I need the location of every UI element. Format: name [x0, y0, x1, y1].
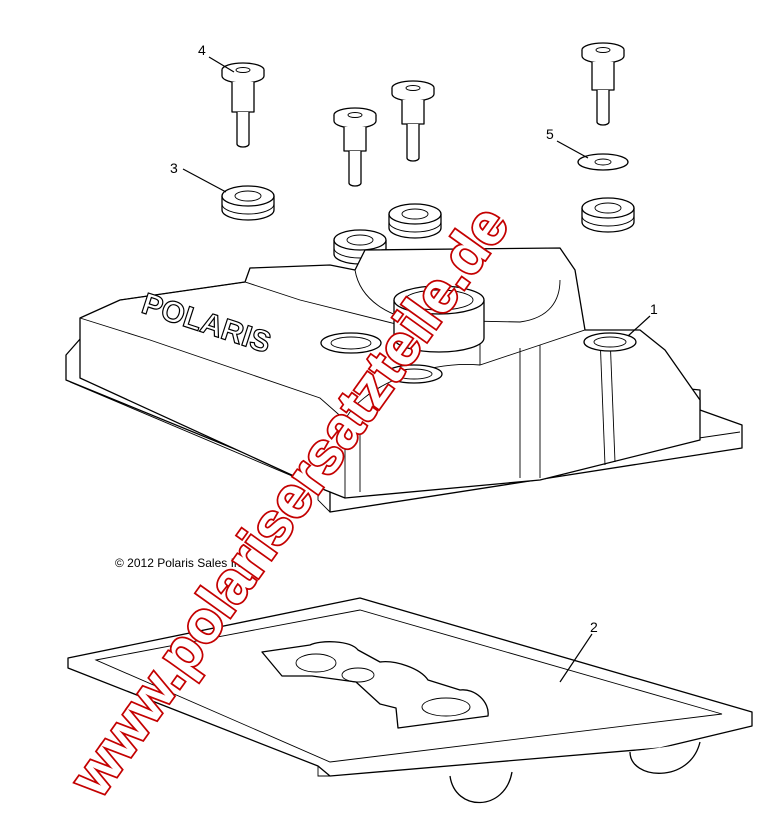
grommet-1	[221, 185, 275, 221]
callout-2: 2	[590, 619, 598, 635]
callout-4-leader	[208, 56, 235, 73]
bolt-3	[333, 107, 377, 187]
bolt-2	[391, 80, 435, 162]
bolt-1	[221, 62, 265, 148]
callouts: 4 3 5 1 2	[170, 42, 658, 683]
callout-1: 1	[650, 301, 658, 317]
callout-5: 5	[546, 126, 554, 142]
washer	[577, 153, 629, 171]
bolt-4	[581, 42, 625, 126]
grommet-2	[388, 203, 442, 239]
callout-3: 3	[170, 160, 178, 176]
callout-1-leader	[627, 315, 651, 337]
grommet-4	[581, 197, 635, 233]
copyright-notice: © 2012 Polaris Sales Inc.	[115, 556, 250, 570]
callout-3-leader	[182, 168, 227, 193]
callout-4: 4	[198, 42, 206, 58]
grommet-3	[333, 229, 387, 265]
gasket	[67, 597, 753, 804]
callout-5-leader	[556, 140, 589, 159]
callout-2-leader	[559, 633, 593, 683]
valve-cover: POLARIS	[65, 247, 743, 513]
